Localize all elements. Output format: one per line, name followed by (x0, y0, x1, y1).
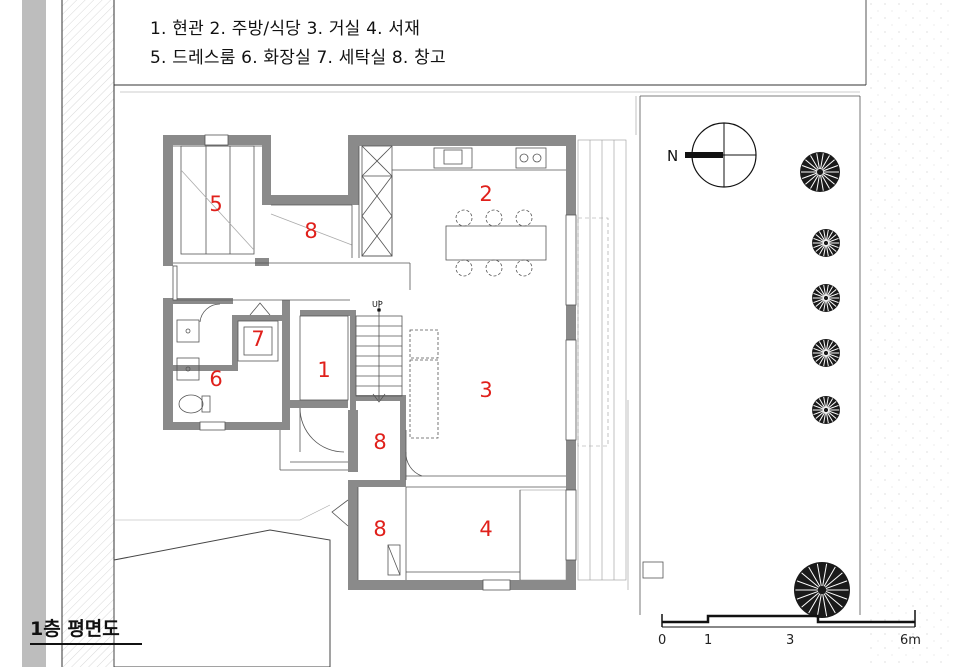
north-arrow: N (667, 122, 757, 188)
scale-bar: 0 1 3 6m (658, 610, 921, 648)
driveway (113, 529, 331, 667)
stair-up-label: UP (372, 300, 383, 309)
tree-symbol (812, 339, 840, 367)
tree-symbol (800, 152, 840, 192)
room-label-8-upper: 8 (304, 219, 317, 243)
room-label-8-middle: 8 (373, 430, 386, 454)
plan-title-text: 1층 평면도 (30, 618, 120, 640)
side-hatch-band (62, 0, 114, 667)
legend-line-1: 1. 현관 2. 주방/식당 3. 거실 4. 서재 (150, 19, 421, 39)
room-label-2: 2 (479, 182, 492, 206)
room-label-5: 5 (209, 192, 222, 216)
room-labels: 1 2 3 4 5 6 7 8 8 8 (209, 182, 492, 541)
room-label-4: 4 (479, 517, 492, 541)
room-label-6: 6 (209, 367, 222, 391)
tree-symbol (812, 229, 840, 257)
tree-symbol (812, 396, 840, 424)
scale-tick-3: 3 (786, 633, 794, 648)
room-label-3: 3 (479, 378, 492, 402)
scale-tick-1: 1 (704, 633, 712, 648)
room-label-7: 7 (251, 327, 264, 351)
plan-title: 1층 평면도 (30, 614, 142, 645)
plan-title-underline (30, 643, 142, 645)
left-border-strip (22, 0, 46, 667)
interior-lines (173, 145, 664, 580)
trees (794, 152, 850, 618)
walls (163, 135, 576, 590)
room-label-1: 1 (317, 358, 330, 382)
room-label-8-lower: 8 (373, 517, 386, 541)
scale-tick-6m: 6m (900, 633, 921, 648)
scale-tick-0: 0 (658, 633, 666, 648)
deck (519, 139, 627, 581)
tree-symbol (812, 284, 840, 312)
legend-line-2: 5. 드레스룸 6. 화장실 7. 세탁실 8. 창고 (150, 48, 446, 68)
windows (172, 134, 577, 591)
tree-symbol (794, 562, 850, 618)
right-ground (866, 0, 953, 667)
north-label: N (667, 147, 678, 165)
